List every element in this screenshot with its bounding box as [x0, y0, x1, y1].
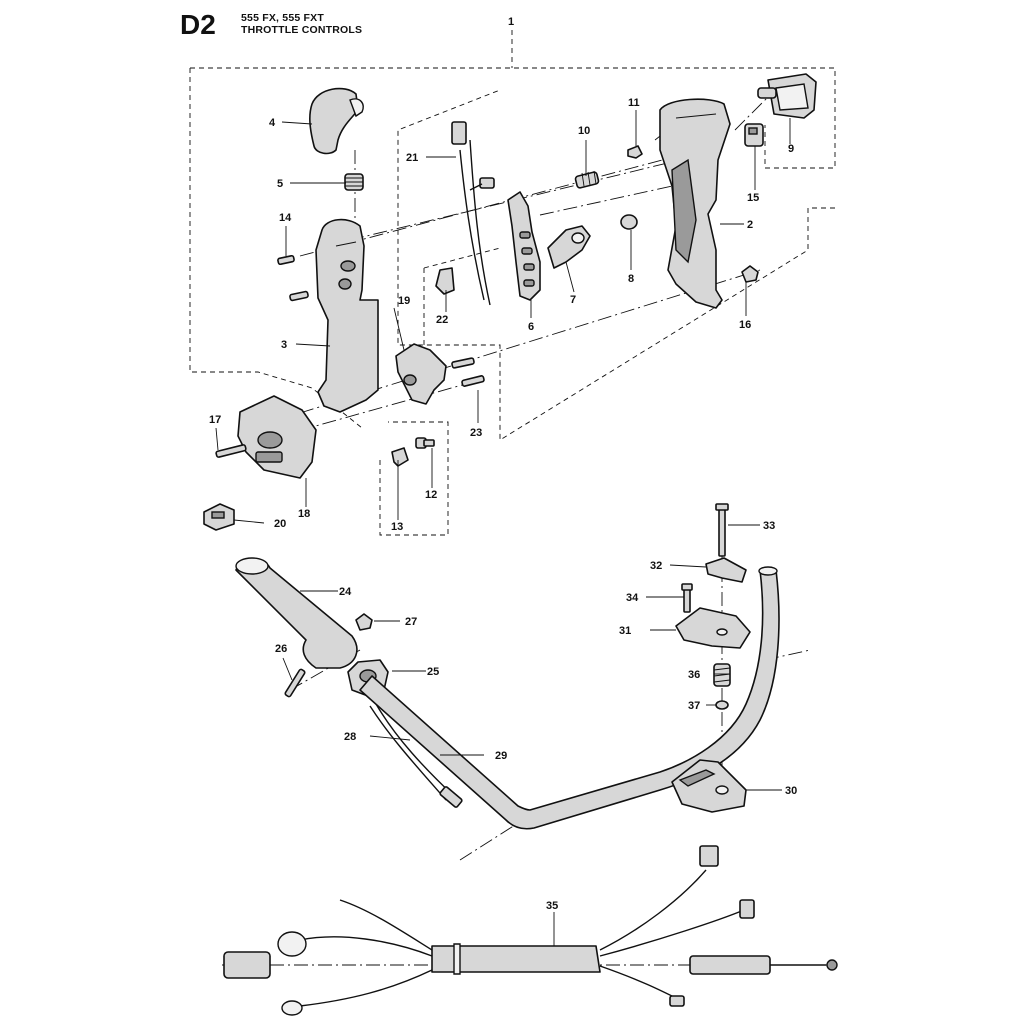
callout-7: 7 — [570, 294, 576, 306]
callout-22: 22 — [436, 314, 448, 326]
callout-13: 13 — [391, 521, 403, 533]
callout-2: 2 — [747, 219, 753, 231]
part-13-clip — [391, 447, 409, 467]
part-22-clip — [435, 267, 455, 295]
part-11-nut — [627, 145, 643, 159]
leader-lines — [215, 110, 791, 946]
handlebar-tube — [359, 566, 780, 830]
part-3-handle-half-left — [315, 218, 379, 413]
callout-30: 30 — [785, 785, 797, 797]
part-20-switch — [203, 503, 235, 531]
callout-labels: 1 2 3 4 5 6 7 8 9 10 11 12 13 14 15 16 1… — [209, 16, 797, 912]
part-7-lever — [547, 225, 591, 269]
callout-5: 5 — [277, 178, 283, 190]
model-label: 555 FX, 555 FXT — [241, 12, 324, 24]
callout-17: 17 — [209, 414, 221, 426]
callout-4: 4 — [269, 117, 276, 129]
part-24-grip — [235, 557, 358, 669]
callout-21: 21 — [406, 152, 418, 164]
part-21-cable — [451, 121, 495, 306]
part-2-handle-half-right — [659, 98, 731, 309]
callout-16: 16 — [739, 319, 751, 331]
part-30-clamp-base — [671, 759, 747, 813]
part-34-screw — [681, 583, 693, 613]
diagram-code: D2 — [180, 9, 216, 40]
callout-8: 8 — [628, 273, 634, 285]
part-5-spring — [344, 173, 364, 191]
callout-31: 31 — [619, 625, 631, 637]
part-36-spring — [713, 663, 731, 687]
callout-14: 14 — [279, 212, 292, 224]
part-28-throttle-cable — [369, 703, 463, 808]
part-32-wing-nut — [705, 557, 747, 583]
callout-26: 26 — [275, 643, 287, 655]
callout-11: 11 — [628, 97, 640, 109]
part-19-bracket — [395, 343, 447, 405]
assembly-boundary — [189, 30, 836, 536]
part-9-switch — [757, 73, 817, 119]
part-37-washer — [715, 700, 729, 710]
part-33-bolt — [715, 503, 729, 557]
part-35-wiring-harness — [222, 845, 838, 1016]
callout-25: 25 — [427, 666, 439, 678]
part-4-lockout-cap — [309, 87, 364, 155]
part-16-nut — [741, 265, 759, 283]
section-title: THROTTLE CONTROLS — [241, 24, 363, 36]
callout-27: 27 — [405, 616, 417, 628]
callout-33: 33 — [763, 520, 775, 532]
callout-19: 19 — [398, 295, 410, 307]
callout-28: 28 — [344, 731, 356, 743]
part-10-spring — [574, 170, 600, 189]
callout-9: 9 — [788, 143, 794, 155]
part-27-nut — [355, 613, 373, 631]
callout-6: 6 — [528, 321, 534, 333]
callout-24: 24 — [339, 586, 352, 598]
callout-18: 18 — [298, 508, 310, 520]
part-23-screws — [451, 357, 485, 387]
callout-37: 37 — [688, 700, 700, 712]
callout-12: 12 — [425, 489, 437, 501]
callout-15: 15 — [747, 192, 759, 204]
callout-36: 36 — [688, 669, 700, 681]
callout-29: 29 — [495, 750, 507, 762]
part-26-screw — [284, 668, 306, 698]
part-6-throttle-trigger — [507, 191, 541, 301]
callout-35: 35 — [546, 900, 558, 912]
part-12-bolt — [415, 437, 435, 449]
part-18-handle-bracket — [237, 395, 317, 479]
callout-23: 23 — [470, 427, 482, 439]
callout-32: 32 — [650, 560, 662, 572]
callout-1: 1 — [508, 16, 514, 28]
part-8-bushing — [620, 214, 638, 230]
callout-3: 3 — [281, 339, 287, 351]
callout-10: 10 — [578, 125, 590, 137]
part-15-switch — [744, 123, 764, 147]
callout-34: 34 — [626, 592, 639, 604]
part-14-screws — [277, 254, 309, 302]
part-31-clamp-top — [675, 607, 751, 649]
callout-20: 20 — [274, 518, 286, 530]
part-17-screw — [215, 444, 247, 458]
